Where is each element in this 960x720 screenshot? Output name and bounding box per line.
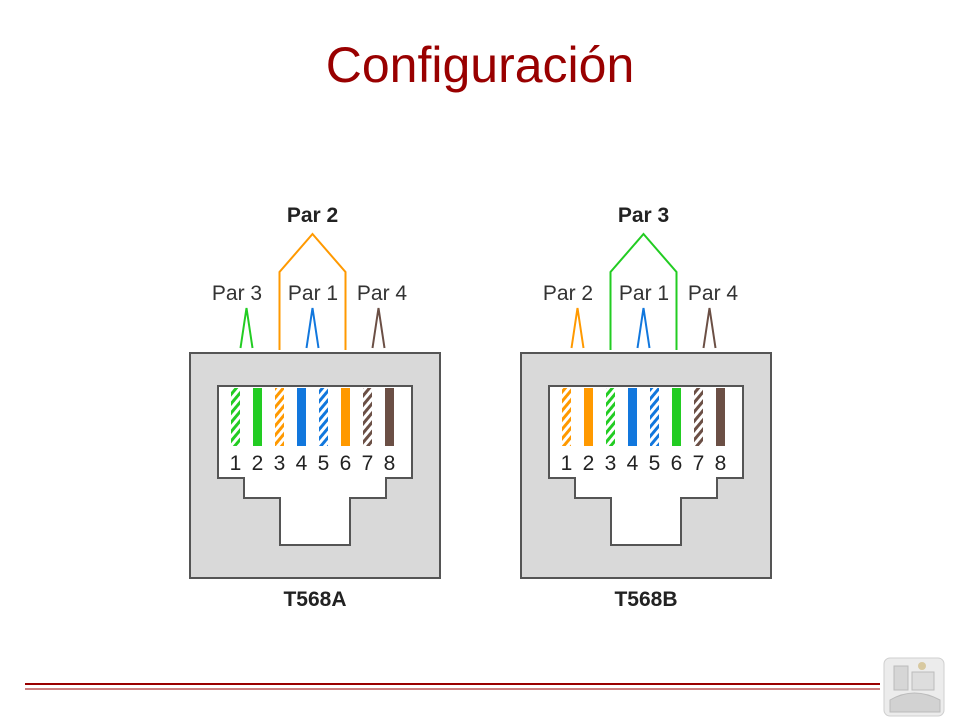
wire-pin-2 <box>253 388 262 446</box>
side-pair-label: Par 2 <box>543 282 593 305</box>
side-pair-marker <box>570 307 585 349</box>
pin-number: 5 <box>318 452 330 475</box>
top-pair-label: Par 3 <box>618 204 669 227</box>
pin-number: 8 <box>384 452 396 475</box>
pin-number: 6 <box>671 452 683 475</box>
pin-number: 4 <box>296 452 308 475</box>
side-pair-label: Par 1 <box>619 282 669 305</box>
pin-number: 3 <box>274 452 286 475</box>
wire-stripe-3 <box>606 388 615 446</box>
wire-stripe-1 <box>562 388 571 446</box>
wire-pin-6 <box>341 388 350 446</box>
standard-label: T568B <box>614 588 677 611</box>
side-pair-marker <box>636 307 651 349</box>
pin-number: 8 <box>715 452 727 475</box>
wire-pin-4 <box>297 388 306 446</box>
side-pair-marker <box>371 307 386 349</box>
top-pair-bracket <box>609 232 678 350</box>
pin-number: 1 <box>230 452 242 475</box>
pin-number: 1 <box>561 452 573 475</box>
pin-number: 5 <box>649 452 661 475</box>
pin-number: 7 <box>693 452 705 475</box>
pin-number: 3 <box>605 452 617 475</box>
wire-stripe-3 <box>275 388 284 446</box>
wire-stripe-5 <box>650 388 659 446</box>
wire-stripe-1 <box>231 388 240 446</box>
top-pair-label: Par 2 <box>287 204 338 227</box>
wire-pin-8 <box>716 388 725 446</box>
wire-stripe-7 <box>363 388 372 446</box>
side-pair-label: Par 4 <box>688 282 739 305</box>
side-pair-marker <box>305 307 320 349</box>
side-pair-label: Par 4 <box>357 282 408 305</box>
top-pair-bracket <box>278 232 347 350</box>
wire-pin-8 <box>385 388 394 446</box>
wire-stripe-5 <box>319 388 328 446</box>
pin-number: 4 <box>627 452 639 475</box>
pin-number: 6 <box>340 452 352 475</box>
wire-stripe-7 <box>694 388 703 446</box>
pin-number: 7 <box>362 452 374 475</box>
side-pair-label: Par 1 <box>288 282 338 305</box>
standard-label: T568A <box>283 588 346 611</box>
slide-title: Configuración <box>325 37 635 93</box>
wire-pin-2 <box>584 388 593 446</box>
wire-pin-4 <box>628 388 637 446</box>
wire-pin-6 <box>672 388 681 446</box>
side-pair-marker <box>239 307 254 349</box>
side-pair-marker <box>702 307 717 349</box>
pin-number: 2 <box>583 452 595 475</box>
institution-seal-icon <box>883 657 945 717</box>
side-pair-label: Par 3 <box>212 282 262 305</box>
pin-number: 2 <box>252 452 264 475</box>
